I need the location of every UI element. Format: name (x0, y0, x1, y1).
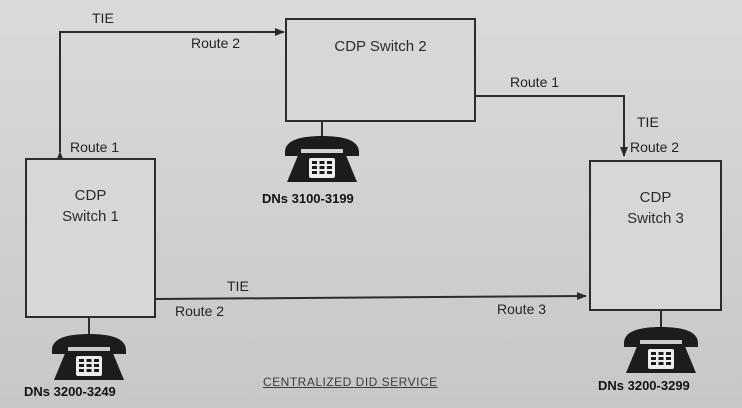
tie-label-s2-s3: TIE (637, 114, 659, 130)
switch-1-label-line1: CDP (74, 187, 107, 204)
switch-2-box: CDP Switch 2 (285, 18, 476, 122)
switch-3-box: CDP Switch 3 (589, 160, 722, 311)
dn-range-switch-3: DNs 3200-3299 (598, 378, 690, 393)
link-s1-s2 (56, 28, 285, 161)
route-label-s1-to-s3: Route 2 (175, 303, 225, 319)
route-label-s3-to-s1: Route 3 (497, 301, 547, 317)
route-label-s1-to-s2: Route 1 (70, 139, 120, 155)
telephone-icon (52, 334, 126, 380)
switch-3-label-line2: Switch 3 (627, 210, 684, 227)
tie-label-s1-s3: TIE (227, 278, 249, 294)
switch-1-label-line2: Switch 1 (62, 208, 119, 225)
route-label-s2-to-s3: Route 1 (510, 74, 560, 90)
switch-2-label: CDP Switch 2 (334, 38, 427, 55)
route-label-s3-to-s2: Route 2 (630, 139, 680, 155)
link-s2-s3 (467, 92, 628, 157)
dn-range-switch-1: DNs 3200-3249 (24, 384, 116, 399)
route-label-s2-to-s1: Route 2 (191, 35, 241, 51)
dn-range-switch-2: DNs 3100-3199 (262, 191, 354, 206)
telephone-icon (285, 136, 359, 182)
switch-1-box: CDP Switch 1 (25, 158, 156, 318)
diagram-caption: CENTRALIZED DID SERVICE (263, 375, 438, 389)
telephone-icon (624, 327, 698, 373)
switch-3-label-line1: CDP (639, 189, 672, 206)
tie-label-s1-s2: TIE (92, 10, 114, 26)
link-s1-s3 (146, 292, 587, 304)
